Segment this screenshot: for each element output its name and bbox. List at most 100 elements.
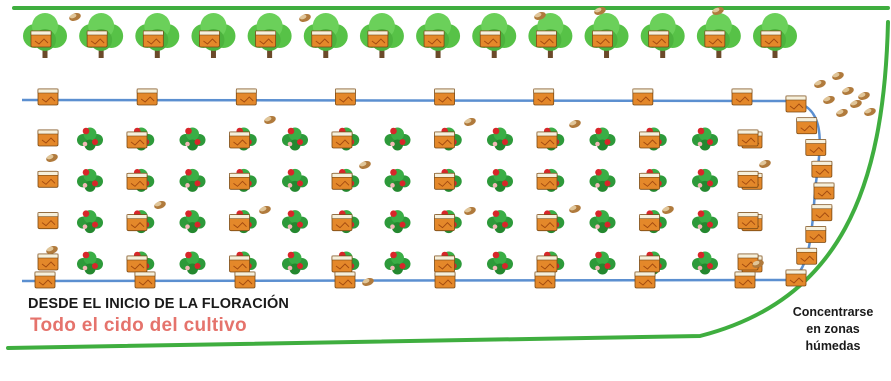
curve-trap-icon	[811, 204, 833, 222]
strawberry-plant-icon	[692, 168, 718, 192]
edge-trap-icon	[737, 212, 759, 230]
curve-trap-icon	[811, 160, 833, 178]
tree-trap-icon	[704, 30, 726, 48]
tree-trap-icon	[142, 30, 164, 48]
swarm-insect-icon	[836, 109, 848, 117]
tree-trap-icon	[760, 30, 782, 48]
swarm-insect-icon	[823, 96, 835, 104]
insect-icon	[264, 116, 276, 124]
strawberry-plant-icon	[384, 210, 411, 234]
insect-icon	[46, 246, 58, 254]
plant-trap-icon	[126, 172, 148, 190]
edge-trap-icon	[737, 170, 759, 188]
insect-icon	[464, 207, 476, 215]
edge-trap-icon	[37, 212, 59, 230]
line-trap-icon	[731, 88, 753, 106]
plant-trap-icon	[331, 214, 353, 232]
side-note-humid-zones: Concentrarse en zonas húmedas	[792, 305, 874, 353]
insect-icon	[46, 154, 58, 162]
line-trap-icon	[334, 271, 356, 289]
plant-trap-icon	[536, 131, 558, 149]
insect-icon	[712, 7, 724, 15]
curve-trap-icon	[785, 269, 807, 287]
plant-trap-icon	[639, 172, 660, 190]
plant-trap-icon	[434, 214, 455, 232]
plant-trap-icon	[536, 172, 558, 190]
line-trap-icon	[234, 271, 256, 289]
strawberry-plant-icon	[384, 251, 411, 275]
tree-trap-icon	[255, 30, 277, 48]
tree-trap-icon	[311, 30, 333, 48]
plant-trap-icon	[126, 131, 148, 149]
strawberry-plant-icon	[179, 210, 206, 234]
strawberry-plant-icon	[282, 210, 308, 234]
plant-grid	[77, 127, 718, 275]
caption-whole-cycle: Todo el cido del cultivo	[30, 315, 247, 336]
strawberry-plant-icon	[77, 251, 103, 275]
line-trap-icon	[34, 271, 56, 289]
strawberry-plant-icon	[589, 210, 616, 234]
strawberry-plant-icon	[384, 168, 411, 192]
line-trap-icon	[434, 271, 456, 289]
plant-trap-icon	[331, 131, 353, 149]
plant-trap-icon	[639, 214, 660, 232]
plant-trap-icon	[434, 255, 455, 273]
strawberry-plant-icon	[589, 127, 616, 151]
border-curve-line	[6, 20, 890, 350]
plant-trap-icon	[126, 255, 148, 273]
line-trap-icon	[136, 88, 158, 106]
insect-icon	[569, 120, 581, 128]
plant-trap-icon	[229, 214, 250, 232]
edge-trap-icon	[737, 129, 759, 147]
strawberry-plant-icon	[282, 127, 308, 151]
curve-trap-icon	[785, 95, 807, 113]
swarm-insect-icon	[850, 100, 862, 108]
strawberry-plant-icon	[282, 251, 308, 275]
insect-icon	[359, 161, 371, 169]
plant-trap-icon	[331, 255, 353, 273]
strawberry-plant-icon	[487, 251, 513, 275]
tree-trap-icon	[535, 30, 557, 48]
insect-icon	[759, 160, 771, 168]
insect-icon	[534, 12, 546, 20]
tree-trap-icon	[199, 30, 220, 48]
insect-icon	[752, 260, 764, 268]
strawberry-plant-icon	[77, 210, 103, 234]
edge-trap-icon	[37, 253, 59, 271]
strawberry-plant-icon	[179, 168, 206, 192]
insect-icon	[362, 278, 374, 286]
insect-icon	[662, 206, 674, 214]
line-trap-icon	[634, 271, 656, 289]
plant-trap-icon	[434, 131, 455, 149]
insect-icon	[299, 14, 311, 22]
strawberry-plant-icon	[179, 127, 206, 151]
plant-trap-icon	[536, 255, 558, 273]
tree-row	[23, 13, 797, 58]
swarm-insect-icon	[858, 92, 870, 100]
tree-trap-icon	[592, 30, 613, 48]
tree-trap-icon	[648, 30, 670, 48]
insect-icon	[594, 7, 606, 15]
strawberry-plant-icon	[179, 251, 206, 275]
swarm-insect-icon	[864, 108, 876, 116]
curve-trap-icon	[796, 247, 818, 265]
strawberry-plant-icon	[692, 127, 718, 151]
strawberry-plant-icon	[692, 210, 718, 234]
tree-trap-icon	[423, 30, 445, 48]
tree-trap-icon	[30, 30, 52, 48]
field-border	[6, 6, 890, 350]
swarm-insect-icon	[832, 72, 844, 80]
edge-trap-icon	[37, 170, 59, 188]
plant-trap-icon	[536, 214, 558, 232]
line-trap-icon	[534, 271, 556, 289]
line-trap-icon	[533, 88, 555, 106]
swarm-insect-icon	[842, 87, 854, 95]
plant-trap-icon	[331, 172, 353, 190]
line-trap-icon	[134, 271, 156, 289]
strawberry-plant-icon	[487, 127, 513, 151]
insect-markers	[46, 7, 876, 286]
strawberry-plant-icon	[589, 168, 616, 192]
caption-flowering-start: DESDE EL INICIO DE LA FLORACIÓN	[28, 296, 289, 312]
curve-trap-icon	[805, 226, 827, 243]
strawberry-plant-icon	[692, 251, 718, 275]
